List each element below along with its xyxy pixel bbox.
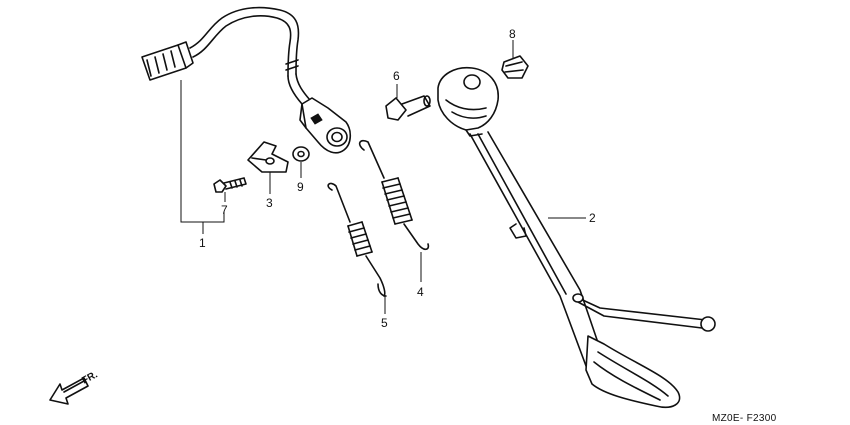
front-direction-arrow-icon [49, 377, 89, 405]
callout-2: 2 [589, 211, 596, 225]
spring-short [327, 182, 387, 297]
callout-6: 6 [393, 69, 400, 83]
front-direction-label: FR. [80, 369, 100, 386]
callout-9: 9 [297, 180, 304, 194]
callout-8: 8 [509, 27, 516, 41]
washer [292, 146, 310, 162]
callout-1: 1 [199, 236, 206, 250]
callout-1-leader [180, 80, 225, 234]
spring-long [358, 139, 430, 251]
side-stand [437, 66, 716, 408]
switch-plate [247, 141, 289, 173]
callout-3: 3 [266, 196, 273, 210]
callout-5: 5 [381, 316, 388, 330]
rubber-stop [501, 55, 529, 79]
side-stand-switch-harness [141, 6, 352, 154]
bolt [213, 177, 247, 193]
drawing-code: MZ0E- F2300 [712, 413, 777, 424]
callout-4: 4 [417, 285, 424, 299]
pivot-bolt [385, 95, 431, 121]
callout-7: 7 [221, 203, 228, 217]
